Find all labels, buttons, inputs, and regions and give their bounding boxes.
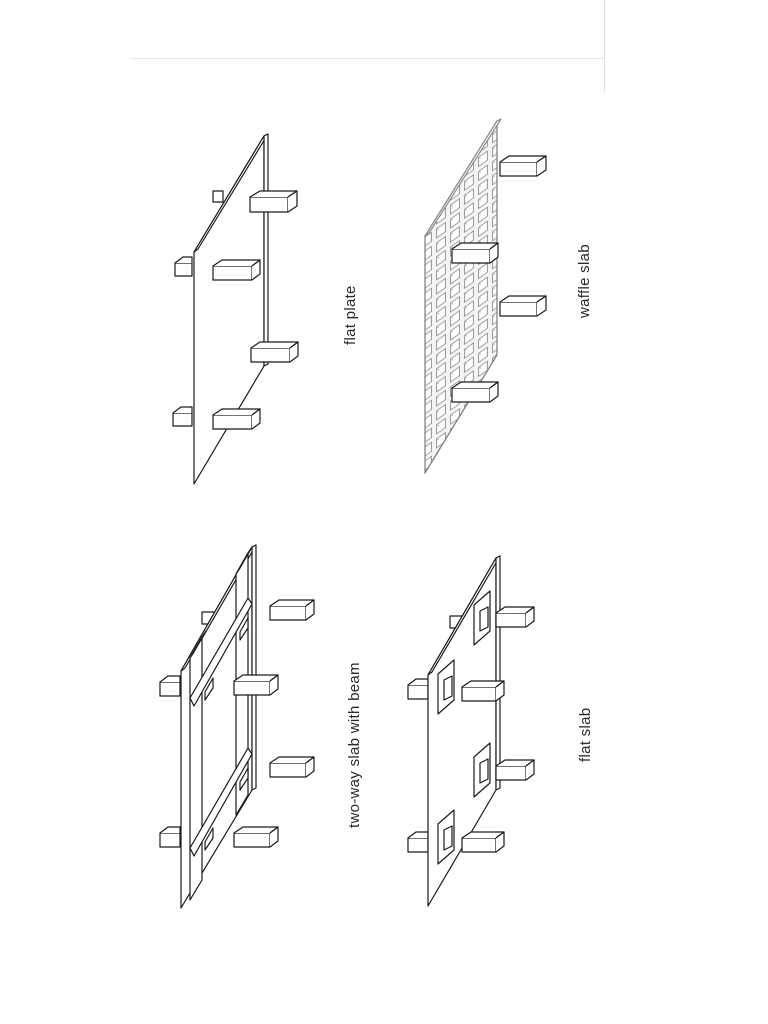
waffle-slab-column (499, 295, 547, 317)
flat-slab-column (407, 678, 429, 700)
flat-plate-caption: flat plate (342, 285, 359, 345)
two-way-slab-column (233, 674, 279, 696)
flat-plate-column (249, 190, 298, 213)
two-way-slab-column (233, 826, 279, 848)
flat-plate-column (250, 341, 299, 363)
two-way-slab-column (269, 756, 315, 778)
flat-plate-column (212, 259, 261, 281)
flat-slab-figure (407, 555, 535, 907)
flat-slab-column (495, 759, 535, 781)
two-way-slab-column (159, 675, 181, 697)
waffle-slab-figure (424, 118, 547, 474)
two-way-slab-with-beam-caption: two-way slab with beam (346, 662, 363, 828)
waffle-slab-column (451, 381, 499, 403)
waffle-slab-grid (424, 120, 498, 474)
two-way-slab-figure (159, 544, 315, 909)
top-rule (130, 58, 604, 59)
flat-slab-column (407, 831, 429, 853)
flat-plate-slab (193, 135, 265, 485)
waffle-slab-column (451, 242, 499, 264)
flat-plate-figure (172, 133, 299, 485)
flat-slab-column (495, 606, 535, 628)
waffle-slab-column (499, 155, 547, 177)
waffle-slab-caption: waffle slab (576, 244, 593, 318)
two-way-slab-beam (189, 597, 253, 707)
two-way-slab-beam (189, 747, 253, 857)
two-way-slab-beam (189, 636, 203, 901)
two-way-slab-column (159, 826, 181, 848)
flat-slab-column (461, 831, 505, 853)
flat-plate-column (212, 190, 224, 203)
flat-plate-column (174, 256, 193, 277)
two-way-slab-column (269, 599, 315, 621)
side-rule (604, 0, 605, 92)
flat-slab-drop-panel (437, 590, 491, 865)
flat-slab-caption: flat slab (577, 707, 594, 762)
flat-slab-column (461, 680, 505, 702)
flat-plate-column (172, 406, 193, 427)
flat-plate-column (212, 408, 261, 430)
